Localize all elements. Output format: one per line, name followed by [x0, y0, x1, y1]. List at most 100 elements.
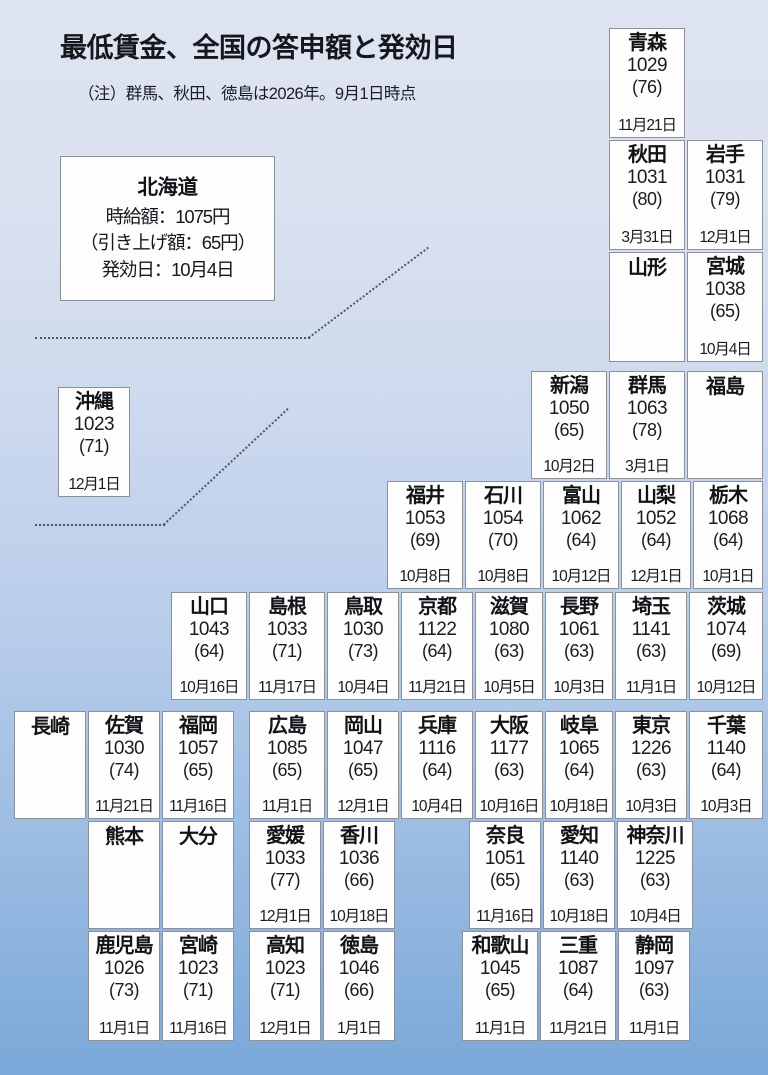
hourly-wage-value: 1052	[635, 508, 677, 530]
wage-increase-value: (64)	[563, 759, 595, 780]
prefecture-name: 宮崎	[179, 935, 218, 957]
prefecture-name: 三重	[559, 935, 598, 957]
wage-increase-value: (71)	[269, 979, 301, 1000]
hourly-wage-value: 1057	[177, 738, 219, 760]
prefecture-name: 滋賀	[490, 596, 529, 618]
prefecture-name: 群馬	[628, 375, 667, 397]
hourly-wage-value: 1068	[707, 508, 749, 530]
effective-date: 10月4日	[699, 340, 751, 358]
hourly-wage-value: 1226	[630, 738, 672, 760]
wage-increase-value: (64)	[565, 529, 597, 550]
effective-date: 10月3日	[553, 678, 605, 696]
effective-date: 10月18日	[549, 797, 610, 815]
wage-increase-value: (63)	[493, 640, 525, 661]
prefecture-name: 高知	[266, 935, 305, 957]
effective-date: 12月1日	[630, 567, 682, 585]
prefecture-name: 秋田	[628, 144, 667, 166]
wage-increase-value: (66)	[343, 869, 375, 890]
effective-date: 1月1日	[337, 1019, 382, 1037]
chart-note: （注）群馬、秋田、徳島は2026年。9月1日時点	[78, 85, 416, 103]
wage-increase-value: (63)	[635, 759, 667, 780]
prefecture-name: 神奈川	[626, 825, 685, 847]
effective-date: 3月31日	[621, 228, 673, 246]
prefecture-name: 兵庫	[418, 715, 457, 737]
hourly-wage-value: 1033	[266, 619, 308, 641]
wage-increase-value: (80)	[631, 188, 663, 209]
prefecture-name: 山形	[628, 257, 667, 279]
effective-date: 10月4日	[629, 907, 681, 925]
hourly-wage-value: 1046	[338, 958, 380, 980]
hourly-wage-value: 1045	[479, 958, 521, 980]
prefecture-name: 京都	[418, 596, 457, 618]
effective-date: 10月3日	[625, 797, 677, 815]
hourly-wage-value: 1053	[404, 508, 446, 530]
wage-increase-value: (65)	[709, 300, 741, 321]
wage-increase-value: (77)	[269, 869, 301, 890]
wage-increase-value: (73)	[347, 640, 379, 661]
prefecture-cell-kumamoto: 熊本	[88, 821, 160, 929]
hourly-wage-value: 1087	[557, 958, 599, 980]
hourly-wage-value: 1061	[558, 619, 600, 641]
prefecture-name: 石川	[484, 485, 523, 507]
hourly-wage-value: 1085	[266, 738, 308, 760]
wage-increase-value: (78)	[631, 419, 663, 440]
hourly-wage-value: 1140	[706, 738, 746, 760]
hourly-wage-value: 1097	[633, 958, 675, 980]
hokkaido-label: 北海道	[137, 175, 199, 199]
wage-increase-value: (64)	[712, 529, 744, 550]
hourly-wage-value: 1030	[342, 619, 384, 641]
effective-date: 11月1日	[98, 1019, 150, 1037]
prefecture-name: 島根	[268, 596, 307, 618]
prefecture-name: 奈良	[486, 825, 525, 847]
prefecture-name: 岩手	[706, 144, 745, 166]
effective-date: 11月21日	[549, 1019, 608, 1037]
hourly-wage-value: 1026	[103, 958, 145, 980]
wage-increase-value: (66)	[343, 979, 375, 1000]
wage-increase-value: (69)	[409, 529, 441, 550]
hourly-wage-value: 1023	[73, 414, 115, 436]
prefecture-name: 富山	[562, 485, 601, 507]
prefecture-name: 大阪	[490, 715, 529, 737]
hourly-wage-value: 1023	[264, 958, 306, 980]
hourly-wage-value: 1036	[338, 848, 380, 870]
effective-date: 11月16日	[169, 797, 228, 815]
hourly-wage-value: 1031	[626, 167, 668, 189]
prefecture-name: 長崎	[31, 716, 70, 738]
wage-increase-value: (65)	[347, 759, 379, 780]
wage-increase-value: (65)	[489, 869, 521, 890]
hourly-wage-value: 1141	[631, 619, 671, 641]
dotted-line-lower-horizontal	[35, 524, 165, 526]
wage-increase-value: (63)	[493, 759, 525, 780]
prefecture-name: 長野	[560, 596, 599, 618]
effective-date: 11月16日	[169, 1019, 228, 1037]
hourly-wage-value: 1080	[488, 619, 530, 641]
effective-date: 11月1日	[625, 678, 677, 696]
prefecture-name: 福島	[706, 376, 745, 398]
effective-date: 11月21日	[408, 678, 467, 696]
hourly-wage-value: 1116	[418, 738, 456, 760]
prefecture-name: 沖縄	[75, 391, 114, 413]
effective-date: 12月1日	[699, 228, 751, 246]
prefecture-name: 広島	[268, 715, 307, 737]
prefecture-name: 鹿児島	[95, 935, 154, 957]
hokkaido-callout-box: 北海道 時給額：1075円 （引き上げ額：65円） 発効日：10月4日	[60, 156, 275, 301]
wage-increase-value: (70)	[487, 529, 519, 550]
wage-increase-value: (65)	[553, 419, 585, 440]
